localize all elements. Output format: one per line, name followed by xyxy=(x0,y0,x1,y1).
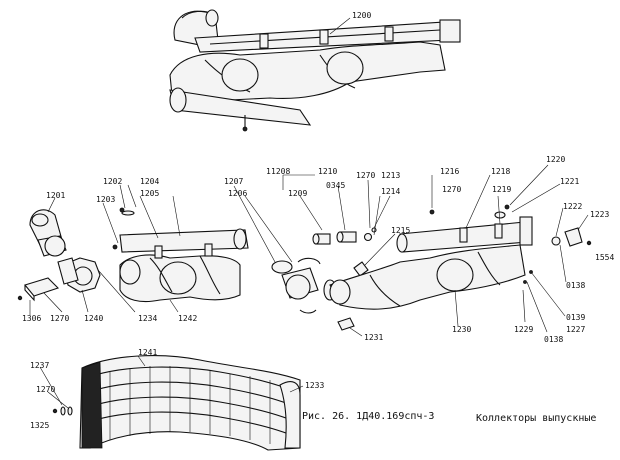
callout-1214: 1214 xyxy=(381,187,401,196)
callout-0138-a: 0138 xyxy=(566,281,586,290)
callout-1306: 1306 xyxy=(22,314,42,323)
callout-1270-c: 1270 xyxy=(50,314,70,323)
callout-1242: 1242 xyxy=(178,314,198,323)
callout-1241: 1241 xyxy=(138,348,158,357)
clamp-block xyxy=(17,277,60,302)
callout-1218: 1218 xyxy=(491,167,511,176)
callout-1206: 1206 xyxy=(228,189,248,198)
callout-1200: 1200 xyxy=(352,11,372,20)
callout-1227: 1227 xyxy=(566,325,586,334)
callout-1203: 1203 xyxy=(96,195,116,204)
callout-1223: 1223 xyxy=(590,210,610,219)
manifold-section-left xyxy=(112,207,249,303)
callout-1216: 1216 xyxy=(440,167,460,176)
callout-1205: 1205 xyxy=(140,189,160,198)
callout-1233: 1233 xyxy=(305,381,325,390)
callout-0345: 0345 xyxy=(326,181,346,190)
callout-1230: 1230 xyxy=(452,325,472,334)
figure-title: Коллекторы выпускные xyxy=(476,413,597,424)
slip-joint xyxy=(271,257,337,314)
manifold-section-right xyxy=(329,204,533,310)
callout-1215: 1215 xyxy=(391,226,411,235)
callout-1204: 1204 xyxy=(140,177,160,186)
callout-1220: 1220 xyxy=(546,155,566,164)
callout-1210: 1210 xyxy=(318,167,338,176)
callout-1213: 1213 xyxy=(381,171,401,180)
callout-1208: 1208 xyxy=(271,167,291,176)
callout-1209: 1209 xyxy=(288,189,308,198)
callout-11208: 1 xyxy=(266,167,271,176)
callout-1270-d: 1270 xyxy=(36,385,56,394)
callout-1202: 1202 xyxy=(103,177,123,186)
callout-1222: 1222 xyxy=(563,202,583,211)
callout-1325: 1325 xyxy=(30,421,50,430)
flange-plate xyxy=(57,257,79,285)
callout-1554: 1554 xyxy=(595,253,615,262)
callout-1219: 1219 xyxy=(492,185,512,194)
callout-1201: 1201 xyxy=(46,191,66,200)
leader-lines xyxy=(29,17,589,337)
callout-1234: 1234 xyxy=(138,314,158,323)
callout-1237: 1237 xyxy=(30,361,50,370)
callout-1229: 1229 xyxy=(514,325,534,334)
end-cover xyxy=(523,227,592,284)
callout-0139: 0139 xyxy=(566,313,586,322)
callout-1270-b: 1270 xyxy=(442,185,462,194)
assembled-manifold-1200 xyxy=(169,9,461,132)
heat-shield-1233 xyxy=(39,355,304,451)
callout-1231: 1231 xyxy=(364,333,384,342)
callout-1270-a: 1270 xyxy=(356,171,376,180)
elbow-1201 xyxy=(29,209,67,257)
bushing-parts xyxy=(312,227,377,331)
callout-1207: 1207 xyxy=(224,177,244,186)
callout-0138-b: 0138 xyxy=(544,335,564,344)
callout-1240: 1240 xyxy=(84,314,104,323)
callout-1221: 1221 xyxy=(560,177,580,186)
figure-caption: Рис. 26. 1Д40.169спч-3 xyxy=(302,411,435,422)
